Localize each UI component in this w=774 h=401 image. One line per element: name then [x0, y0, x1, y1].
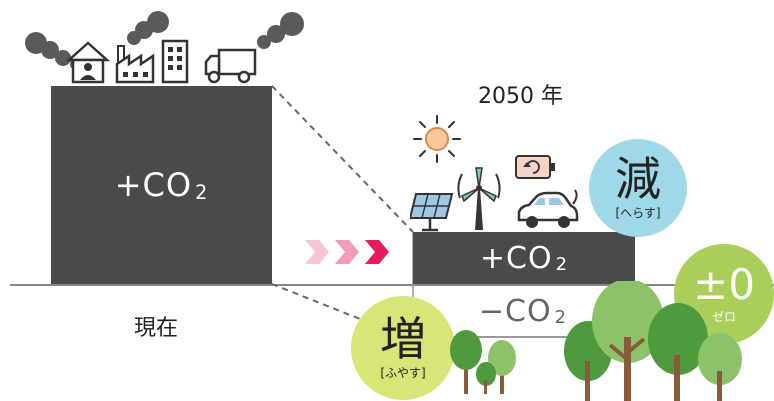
factory-icon [115, 45, 155, 84]
increase-reading: [ふやす] [380, 365, 426, 380]
smoke-icon [257, 12, 304, 49]
smoke-icon [127, 11, 169, 45]
reduce-reading: [へらす] [615, 205, 661, 220]
increase-circle: 増 [ふやす] [351, 296, 455, 400]
arrow-chevrons [305, 240, 389, 264]
ground-line [10, 284, 774, 286]
sun-icon [413, 115, 461, 163]
tree-icon [450, 330, 516, 394]
electric-car-icon [517, 189, 579, 228]
house-icon [66, 41, 110, 84]
battery-icon [515, 155, 555, 179]
year-label: 2050 年 [478, 84, 563, 109]
zero-reading: ゼロ [711, 309, 736, 324]
wind-turbine-icon [457, 167, 501, 230]
tree-icon [564, 281, 742, 401]
building-icon [161, 39, 189, 84]
reduce-circle: 減 [へらす] [589, 139, 687, 237]
reduce-kanji: 減 [615, 151, 661, 206]
current-label: 現在 [134, 316, 179, 341]
increase-kanji: 増 [380, 311, 426, 366]
zero-symbol: ±0 [693, 259, 755, 309]
solar-panel-icon [410, 193, 454, 232]
truck-icon [204, 48, 257, 84]
